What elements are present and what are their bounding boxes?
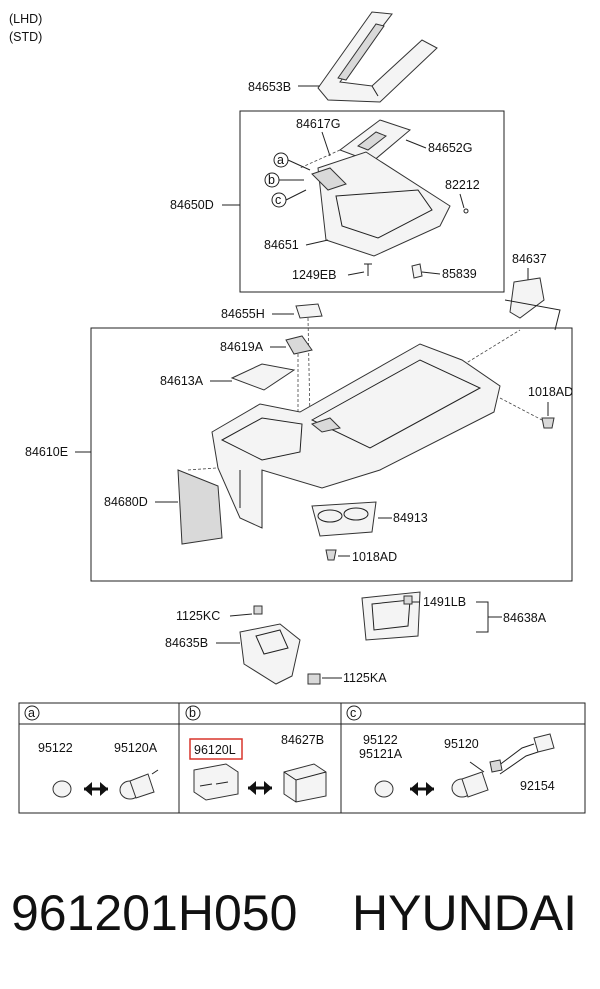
shift-lever-bracket xyxy=(239,623,301,685)
part-84655H: 84655H xyxy=(221,307,265,321)
part-84637: 84637 xyxy=(512,252,547,266)
lighter-socket-part xyxy=(119,769,159,800)
table-b-right-part: 84627B xyxy=(281,733,324,747)
part-1249EB: 1249EB xyxy=(292,268,336,282)
part-1018AD-top: 1018AD xyxy=(528,385,573,399)
part-84619A: 84619A xyxy=(220,340,264,354)
part-1125KA: 1125KA xyxy=(343,671,387,685)
table-c-right-part: 92154 xyxy=(520,779,555,793)
table-tag-a xyxy=(24,705,40,721)
variant-table xyxy=(18,702,586,814)
wiring-harness-part xyxy=(489,733,555,775)
table-tag-c-label: c xyxy=(350,706,356,720)
part-84652G: 84652G xyxy=(428,141,472,155)
cap-part xyxy=(374,780,394,798)
part-1491LB: 1491LB xyxy=(423,595,466,609)
table-a-right-part: 95120A xyxy=(114,741,158,755)
console-upper-panel xyxy=(299,149,451,257)
shift-panel-box xyxy=(239,110,505,293)
table-tag-c xyxy=(346,705,362,721)
switch-bezel-part xyxy=(193,763,239,801)
cap-part xyxy=(52,780,72,798)
cup-holder xyxy=(311,501,377,537)
part-84653B: 84653B xyxy=(248,80,291,94)
highlight-box xyxy=(189,738,243,760)
part-85839: 85839 xyxy=(442,267,477,281)
console-box xyxy=(90,327,573,582)
part-84635B: 84635B xyxy=(165,636,208,650)
lhd-label: (LHD) xyxy=(9,12,42,26)
blank-cover-part xyxy=(283,763,327,803)
table-a-left-part: 95122 xyxy=(38,741,73,755)
table-tag-b xyxy=(185,705,201,721)
part-84617G: 84617G xyxy=(296,117,340,131)
part-82212: 82212 xyxy=(445,178,480,192)
footer-part-number: 961201H050 xyxy=(11,885,297,941)
part-84913: 84913 xyxy=(393,511,428,525)
arrow-heads-icon xyxy=(248,781,272,795)
part-84613A: 84613A xyxy=(160,374,204,388)
console-body xyxy=(211,343,501,529)
part-1018AD-bottom: 1018AD xyxy=(352,550,397,564)
arrow-heads-icon xyxy=(84,782,108,796)
table-c-left-part-2: 95121A xyxy=(359,747,403,761)
callout-a-upper-label: a xyxy=(277,153,284,167)
part-84680D: 84680D xyxy=(104,495,148,509)
shift-cover-trim xyxy=(317,11,438,103)
shift-indicator xyxy=(338,119,412,163)
part-84651: 84651 xyxy=(264,238,299,252)
callout-c-upper-label: c xyxy=(275,193,281,207)
callout-b-upper-label: b xyxy=(268,173,275,187)
part-84610E: 84610E xyxy=(25,445,68,459)
arrow-heads-icon xyxy=(410,782,434,796)
table-b-left-part: 96120L xyxy=(194,743,236,757)
std-label: (STD) xyxy=(9,30,42,44)
table-tag-b-label: b xyxy=(189,706,196,720)
part-84638A: 84638A xyxy=(503,611,547,625)
part-1125KC: 1125KC xyxy=(176,609,220,623)
table-c-mid-part: 95120 xyxy=(444,737,479,751)
table-c-left-part-1: 95122 xyxy=(363,733,398,747)
footer-brand: HYUNDAI xyxy=(352,885,577,941)
table-tag-a-label: a xyxy=(28,706,35,720)
part-84650D: 84650D xyxy=(170,198,214,212)
power-outlet-part xyxy=(451,761,489,798)
